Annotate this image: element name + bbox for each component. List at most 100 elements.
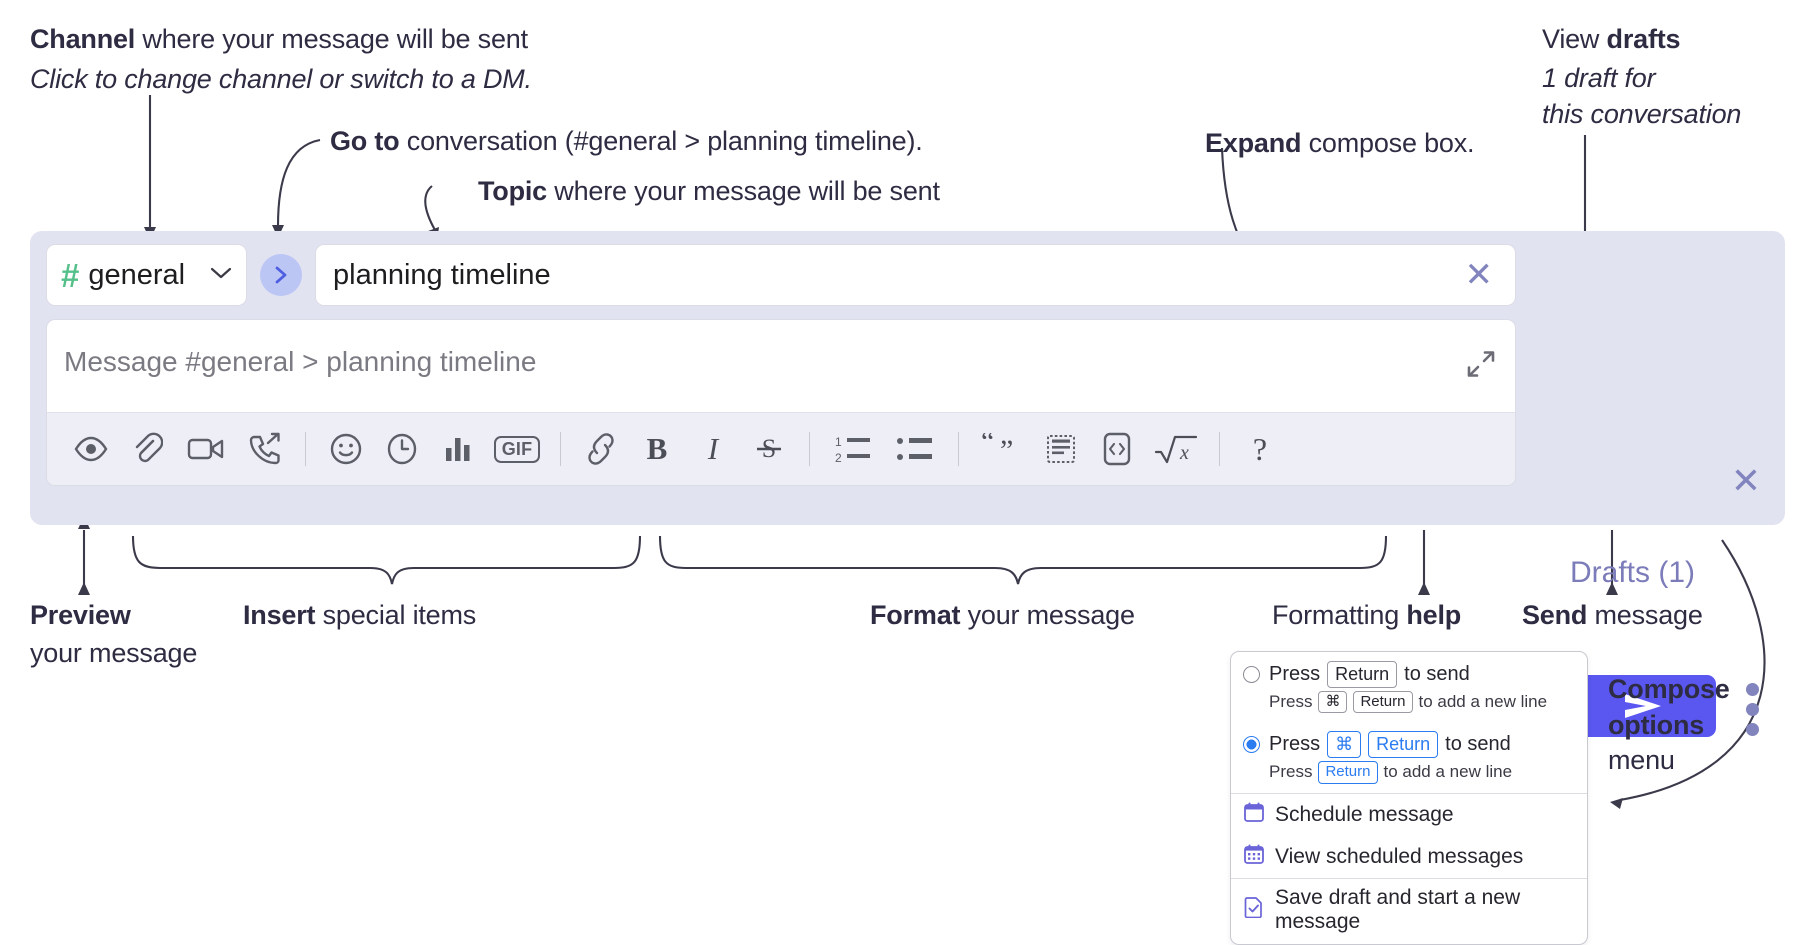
- menu-item-label: View scheduled messages: [1275, 844, 1524, 868]
- menu-option-return-to-send[interactable]: Press Return to send: [1231, 652, 1587, 690]
- annotation-channel-bold: Channel: [30, 24, 136, 54]
- kebab-dot: [1746, 723, 1759, 736]
- expand-icon[interactable]: [1465, 348, 1497, 385]
- annotation-send-bold: Send: [1522, 600, 1588, 630]
- menu-text-pre: Press: [1269, 733, 1321, 755]
- toolbar-divider: [958, 432, 959, 466]
- topic-value: planning timeline: [333, 258, 551, 291]
- annotation-compose-options-bold2: options: [1608, 709, 1705, 740]
- menu-subtext-post: to add a new line: [1383, 762, 1513, 782]
- menu-divider: [1231, 877, 1587, 879]
- annotation-drafts-line2: 1 draft for: [1542, 62, 1656, 93]
- emoji-icon[interactable]: [318, 421, 374, 477]
- help-label: ?: [1252, 430, 1268, 467]
- annotation-drafts-pre: View: [1542, 24, 1607, 54]
- compose-panel: ✕ # general planning timeline ✕ Message: [30, 231, 1785, 737]
- bullet-list-icon[interactable]: [884, 421, 946, 477]
- annotation-expand-rest: compose box.: [1301, 128, 1475, 158]
- kebab-dot: [1746, 703, 1759, 716]
- annotation-goto-rest: conversation (#general > planning timeli…: [399, 126, 923, 156]
- annotation-expand: Expand compose box.: [1205, 126, 1475, 162]
- blockquote-icon[interactable]: “”: [971, 421, 1033, 477]
- help-icon[interactable]: ?: [1232, 421, 1288, 477]
- menu-option-subtext: Press Return to add a new line: [1231, 760, 1587, 793]
- italic-icon[interactable]: I: [685, 421, 741, 477]
- annotation-drafts-bold: drafts: [1606, 24, 1681, 54]
- annotation-topic-bold: Topic: [478, 176, 547, 206]
- code-block-icon[interactable]: [1033, 421, 1089, 477]
- key-return: Return: [1318, 760, 1378, 784]
- close-icon[interactable]: ✕: [1730, 460, 1761, 501]
- annotation-goto: Go to conversation (#general > planning …: [330, 124, 923, 160]
- key-return: Return: [1327, 661, 1398, 688]
- annotation-expand-bold: Expand: [1205, 128, 1302, 158]
- kebab-dot: [1746, 683, 1759, 696]
- channel-picker[interactable]: # general: [46, 244, 247, 306]
- calendar-grid-icon: [1243, 843, 1265, 871]
- menu-item-schedule-message[interactable]: Schedule message: [1231, 794, 1587, 836]
- key-return: Return: [1368, 731, 1439, 758]
- preview-icon[interactable]: [63, 421, 119, 477]
- menu-option-label: Press Return to send: [1269, 661, 1470, 688]
- menu-option-label: Press ⌘ Return to send: [1269, 731, 1511, 758]
- toolbar-divider: [305, 432, 306, 466]
- chevron-down-icon: [210, 265, 232, 285]
- strikethrough-icon[interactable]: S: [741, 421, 797, 477]
- toolbar-divider: [809, 432, 810, 466]
- annotation-help-bold: help: [1406, 600, 1462, 630]
- compose-options-button[interactable]: [1746, 683, 1759, 743]
- menu-option-subtext: Press ⌘ Return to add a new line: [1231, 690, 1587, 723]
- menu-divider: [1231, 792, 1587, 794]
- annotation-topic-rest: where your message will be sent: [547, 176, 940, 206]
- poll-icon[interactable]: [430, 421, 486, 477]
- send-button[interactable]: [1570, 675, 1716, 737]
- bold-label: B: [646, 431, 668, 466]
- svg-text:x: x: [1179, 442, 1189, 464]
- annotation-send-rest: message: [1587, 600, 1703, 630]
- audio-call-icon[interactable]: [237, 421, 293, 477]
- annotation-drafts: View drafts 1 draft for this conversatio…: [1542, 22, 1804, 133]
- annotation-drafts-line3: this conversation: [1542, 99, 1742, 130]
- annotation-insert-rest: special items: [315, 600, 477, 630]
- annotation-insert: Insert special items: [243, 598, 476, 634]
- link-icon[interactable]: [573, 421, 629, 477]
- annotation-goto-bold: Go to: [330, 126, 400, 156]
- inline-code-icon[interactable]: [1089, 421, 1145, 477]
- menu-item-save-draft[interactable]: Save draft and start a new message: [1231, 879, 1587, 944]
- annotation-channel-rest: where your message will be sent: [135, 24, 528, 54]
- annotation-help: Formatting help: [1272, 598, 1461, 634]
- radio-icon[interactable]: [1243, 665, 1260, 683]
- compose-header-row: # general planning timeline ✕: [46, 244, 1516, 306]
- menu-option-cmd-return-to-send[interactable]: Press ⌘ Return to send: [1231, 722, 1587, 760]
- annotation-channel: Channel where your message will be sent …: [30, 22, 650, 97]
- menu-item-view-scheduled-messages[interactable]: View scheduled messages: [1231, 836, 1587, 878]
- bold-icon[interactable]: B: [629, 421, 685, 477]
- clock-icon[interactable]: [374, 421, 430, 477]
- gif-label: GIF: [493, 435, 541, 463]
- message-box: Message #general > planning timeline: [46, 319, 1516, 486]
- radio-icon-selected[interactable]: [1243, 736, 1260, 753]
- menu-item-label: Schedule message: [1275, 802, 1454, 826]
- annotation-send: Send message: [1522, 598, 1703, 634]
- annotation-format-rest: your message: [960, 600, 1135, 630]
- annotation-help-pre: Formatting: [1272, 600, 1407, 630]
- drafts-link[interactable]: Drafts (1): [1570, 556, 1696, 589]
- math-icon[interactable]: x: [1145, 421, 1207, 477]
- message-input[interactable]: Message #general > planning timeline: [47, 320, 1515, 412]
- attachment-icon[interactable]: [119, 421, 175, 477]
- annotation-preview-rest: your message: [30, 637, 198, 668]
- key-return: Return: [1353, 690, 1413, 714]
- toolbar-divider: [560, 432, 561, 466]
- go-to-conversation-button[interactable]: [260, 254, 302, 296]
- menu-subtext-pre: Press: [1269, 691, 1313, 711]
- compose-options-menu: Press Return to send Press ⌘ Return to a…: [1230, 651, 1588, 945]
- message-placeholder: Message #general > planning timeline: [64, 346, 537, 377]
- video-icon[interactable]: [175, 421, 237, 477]
- close-icon[interactable]: ✕: [1464, 256, 1494, 294]
- menu-subtext-pre: Press: [1269, 762, 1313, 782]
- annotation-compose-options: Compose options menu: [1608, 672, 1808, 779]
- gif-icon[interactable]: GIF: [486, 421, 548, 477]
- topic-input[interactable]: planning timeline ✕: [315, 244, 1516, 306]
- menu-text-pre: Press: [1269, 662, 1321, 685]
